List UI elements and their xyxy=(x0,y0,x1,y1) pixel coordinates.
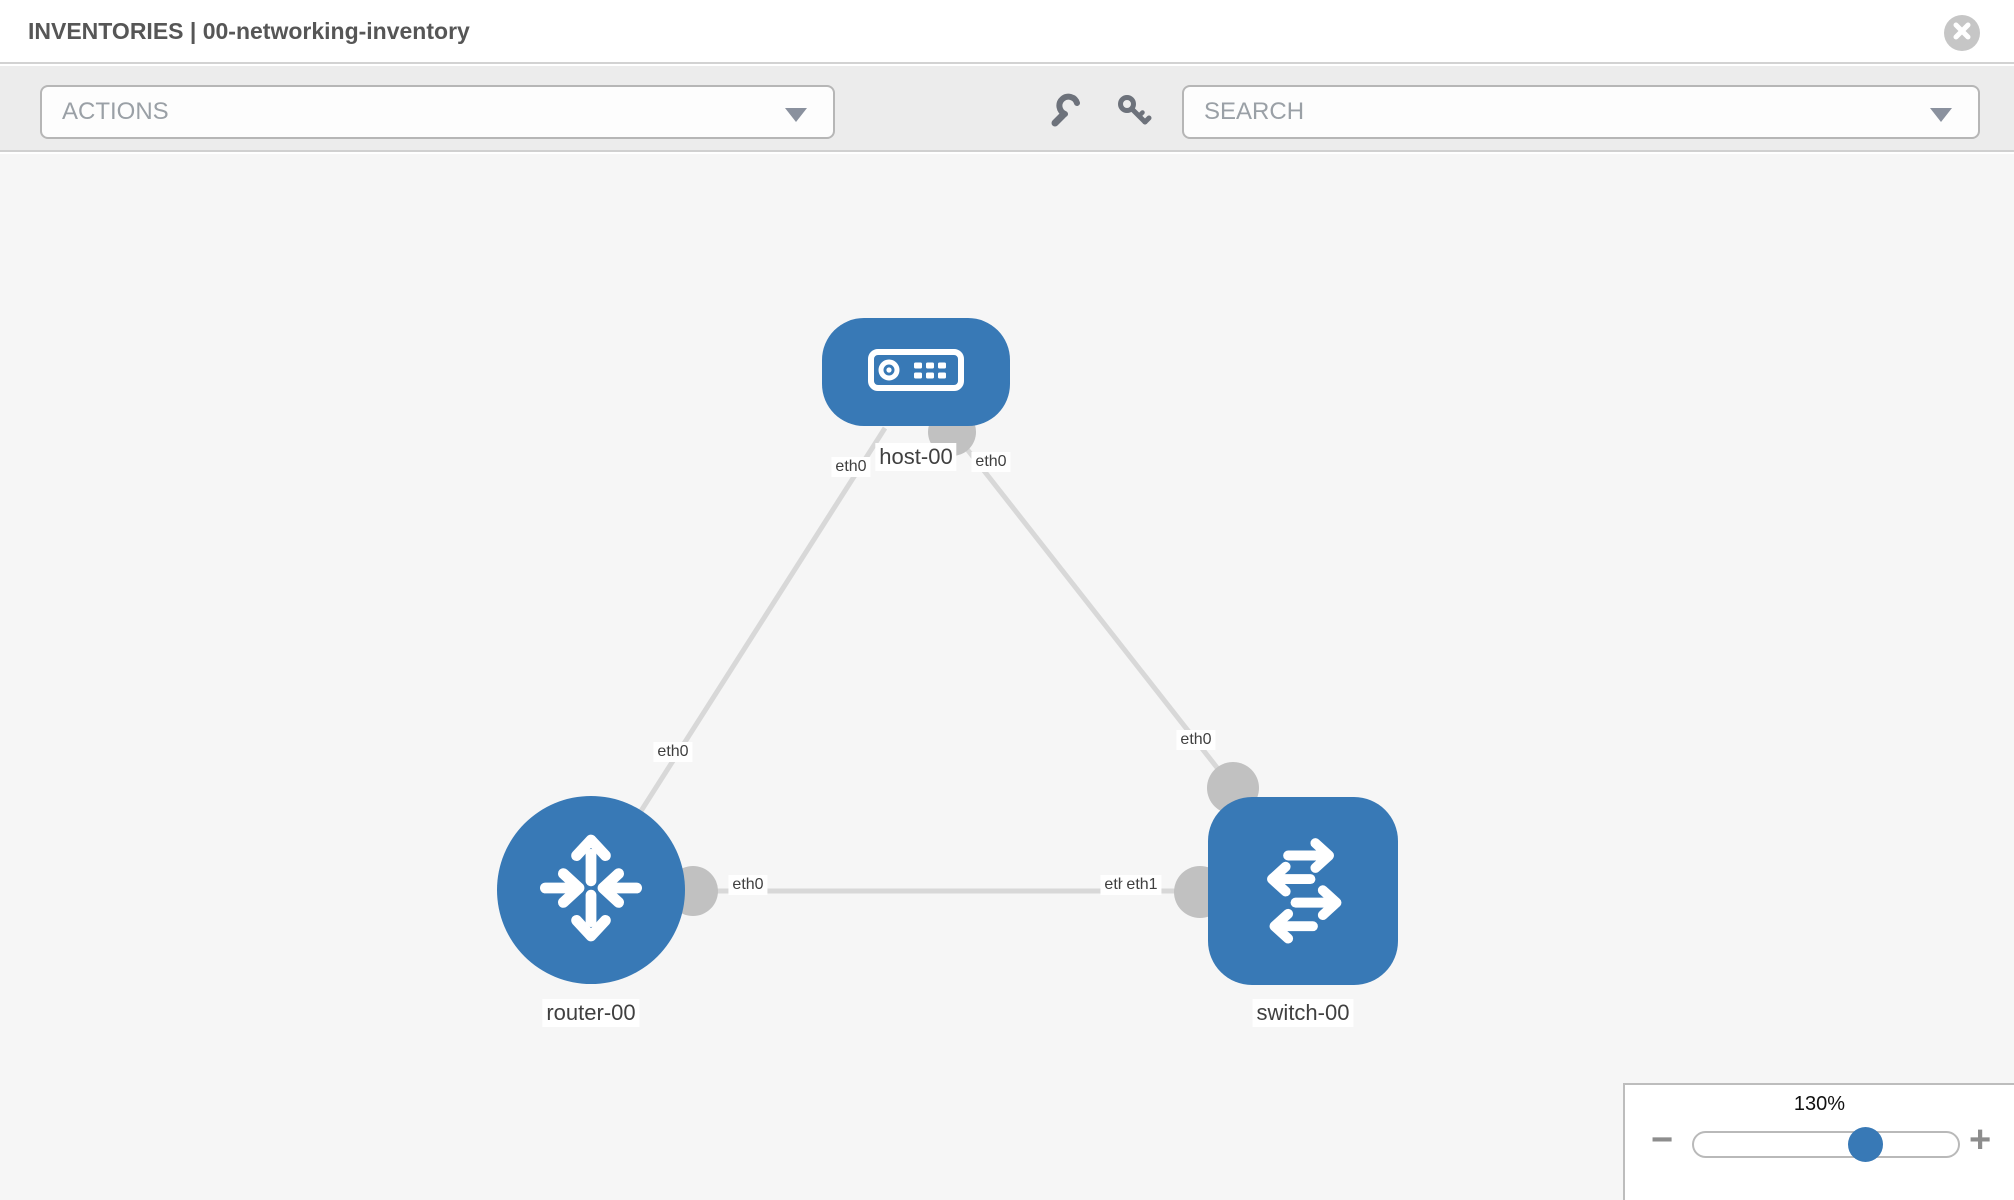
node-host-00[interactable] xyxy=(822,318,1010,426)
node-label-router: router-00 xyxy=(542,999,640,1027)
wrench-icon[interactable] xyxy=(1048,93,1084,129)
search-dropdown[interactable]: SEARCH xyxy=(1182,85,1980,139)
node-label-switch: switch-00 xyxy=(1252,999,1354,1027)
chevron-down-icon xyxy=(785,108,807,122)
close-button[interactable] xyxy=(1944,15,1980,51)
iface-label-host-eth0-left: eth0 xyxy=(831,457,871,477)
topology-canvas[interactable]: host-00 router-00 switch-00 eth0 eth0 et… xyxy=(0,154,2014,1200)
host-icon xyxy=(864,342,968,403)
zoom-panel: 130% − + xyxy=(1623,1083,2014,1200)
zoom-percent-label: 130% xyxy=(1793,1093,1846,1115)
iface-label-host-eth0-right: eth0 xyxy=(971,452,1011,472)
toolbar: ACTIONS SEARCH xyxy=(0,66,2014,152)
switch-icon xyxy=(1241,827,1365,956)
zoom-out-button[interactable]: − xyxy=(1651,1119,1674,1161)
node-label-host: host-00 xyxy=(875,443,957,471)
inventory-header: INVENTORIES | 00-networking-inventory xyxy=(0,0,2014,64)
link-host-switch[interactable] xyxy=(950,428,1235,790)
key-icon[interactable] xyxy=(1116,93,1152,129)
link-host-router[interactable] xyxy=(617,426,888,846)
iface-label-switch-eth0-up: eth0 xyxy=(1176,730,1216,750)
node-router-00[interactable] xyxy=(497,796,685,984)
actions-dropdown-label: ACTIONS xyxy=(62,98,169,125)
topology-links-layer xyxy=(617,408,1259,918)
router-icon xyxy=(531,828,651,953)
zoom-slider-handle[interactable] xyxy=(1848,1127,1883,1162)
search-dropdown-label: SEARCH xyxy=(1204,98,1305,125)
iface-label-router-eth0-mid: eth0 xyxy=(728,875,768,895)
zoom-slider-track[interactable] xyxy=(1692,1131,1960,1158)
node-switch-00[interactable] xyxy=(1208,797,1398,985)
zoom-in-button[interactable]: + xyxy=(1969,1119,1992,1161)
actions-dropdown[interactable]: ACTIONS xyxy=(40,85,835,139)
close-icon xyxy=(1952,21,1972,46)
iface-label-switch-eth1-mid: eth1 xyxy=(1122,875,1162,895)
chevron-down-icon xyxy=(1930,108,1952,122)
iface-label-router-eth0-up: eth0 xyxy=(653,742,693,762)
page-title: INVENTORIES | 00-networking-inventory xyxy=(28,18,470,44)
